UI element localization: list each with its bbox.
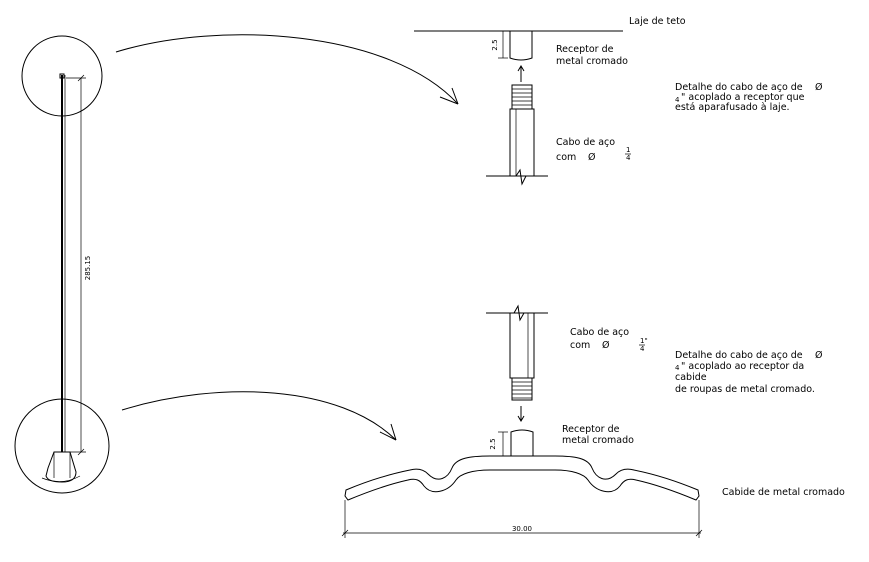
- top-receptor-label-2: metal cromado: [556, 56, 628, 67]
- bottom-threads: [511, 377, 533, 401]
- bottom-receptor: [510, 429, 534, 456]
- top-receptor-dim: 2.5: [491, 39, 499, 50]
- bottom-detail-text-1: Detalhe do cabo de aço de: [675, 350, 803, 361]
- bottom-cable: [509, 312, 535, 379]
- top-cable: [509, 108, 535, 177]
- bottom-detail-diameter: Ø: [815, 350, 822, 361]
- top-frac-num: 1: [626, 146, 630, 154]
- mid-frac-den: 4: [640, 345, 645, 353]
- height-dimension-text: 285.15: [84, 256, 92, 281]
- detail-arrows: [115, 34, 459, 441]
- top-threads: [511, 84, 533, 110]
- width-dimension-text: 30.00: [512, 525, 532, 533]
- top-cable-label-1: Cabo de aço: [556, 137, 615, 148]
- bottom-detail: Cabo de aço com Ø 1" 4 Detalhe do cabo d…: [341, 304, 845, 538]
- top-cable-label-2: com: [556, 152, 576, 163]
- hanger-label: Cabide de metal cromado: [722, 487, 845, 498]
- hanger-body: [344, 455, 700, 501]
- top-receptor: [509, 31, 533, 61]
- ceiling-slab-label: Laje de teto: [629, 16, 686, 27]
- top-detail-text-1: Detalhe do cabo de aço de: [675, 82, 803, 93]
- mid-diameter-symbol: Ø: [602, 340, 609, 351]
- top-detail-diameter: Ø: [815, 82, 822, 93]
- bottom-receptor-label-1: Receptor de: [562, 424, 620, 435]
- bottom-detail-text-4: de roupas de metal cromado.: [675, 384, 815, 395]
- overview-hanger: [45, 451, 77, 483]
- arrow-bottom: [121, 391, 397, 441]
- top-frac-den: 4: [626, 154, 631, 162]
- mid-frac-num: 1": [640, 337, 648, 345]
- bottom-detail-text-2: " acoplado ao receptor da: [681, 361, 804, 372]
- top-detail-text-2: " acoplado a receptor que: [681, 92, 805, 103]
- bottom-detail-text-3: cabide: [675, 372, 707, 383]
- top-detail-text-3: está aparafusado à laje.: [675, 102, 790, 113]
- top-detail-frac: 4: [675, 96, 680, 104]
- top-detail: Laje de teto 2.5 Receptor de metal croma…: [414, 16, 822, 186]
- overview-top-anchor: [59, 73, 65, 79]
- bottom-detail-frac: 4: [675, 364, 680, 372]
- bottom-receptor-dim: 2.5: [489, 438, 497, 449]
- bottom-receptor-label-2: metal cromado: [562, 435, 634, 446]
- top-break-line: [486, 168, 548, 186]
- arrow-top: [115, 34, 459, 105]
- top-receptor-label-1: Receptor de: [556, 44, 614, 55]
- mid-cable-label-1: Cabo de aço: [570, 327, 629, 338]
- top-diameter-symbol: Ø: [588, 152, 595, 163]
- overview-view: 285.15: [14, 35, 110, 494]
- mid-cable-label-2: com: [570, 340, 590, 351]
